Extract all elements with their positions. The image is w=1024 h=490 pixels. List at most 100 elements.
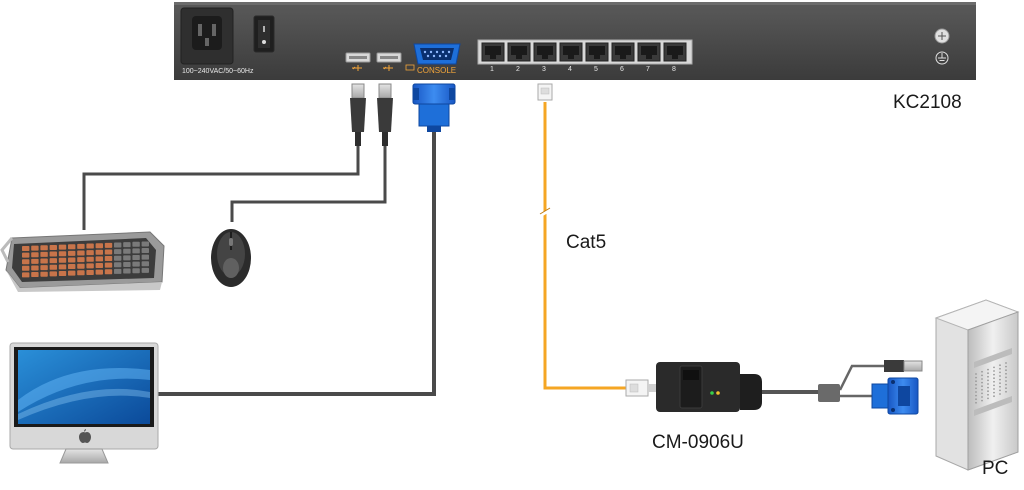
vent-hole <box>975 383 977 386</box>
keyboard-key <box>49 251 57 257</box>
vent-hole <box>975 394 977 397</box>
vent-hole <box>987 372 989 375</box>
keyboard-key <box>22 259 30 265</box>
cat5-cable <box>543 102 626 390</box>
keyboard-key <box>114 262 122 268</box>
keyboard-key <box>114 249 122 255</box>
keyboard-key <box>77 270 85 276</box>
keyboard-key <box>40 271 48 277</box>
keyboard-key <box>58 257 67 263</box>
keyboard-key <box>86 243 94 249</box>
keyboard-key <box>77 257 85 263</box>
vent-hole <box>975 376 977 379</box>
vent-hole <box>999 364 1001 367</box>
keyboard-key <box>49 271 57 277</box>
vent-hole <box>993 370 995 372</box>
power-rating-label: 100~240VAC/50~60Hz <box>182 68 254 75</box>
keyboard-key <box>86 269 94 275</box>
console-monitor-icon <box>405 64 415 71</box>
rj45-port-4 <box>559 42 583 62</box>
keyboard-key <box>40 245 48 251</box>
keyboard-key <box>58 271 67 276</box>
vent-hole <box>987 379 989 382</box>
monitor-vga-cable <box>158 130 436 396</box>
keyboard-key <box>77 263 85 269</box>
rj45-port-3 <box>533 42 557 62</box>
status-led-green <box>710 391 714 395</box>
keyboard-key <box>58 264 67 270</box>
rj45-port-7 <box>637 42 661 62</box>
keyboard-key <box>141 248 149 254</box>
usb-plug-pc <box>884 360 923 372</box>
pc-tower-icon <box>934 299 1020 471</box>
rj45-port-5 <box>585 42 609 62</box>
keyboard-key <box>141 241 149 247</box>
adapter-model-label: CM-0906U <box>652 432 744 453</box>
power-switch[interactable] <box>253 15 275 53</box>
keyboard-key <box>123 268 131 274</box>
vent-hole <box>975 387 977 390</box>
vent-hole <box>1005 380 1007 382</box>
keyboard-key <box>58 251 67 257</box>
keyboard-key <box>86 256 94 262</box>
vent-hole <box>993 377 995 380</box>
keyboard-key <box>68 250 76 256</box>
vent-hole <box>975 401 977 404</box>
keyboard-key <box>40 265 48 271</box>
vent-hole <box>1005 390 1007 393</box>
keyboard-key <box>95 269 103 275</box>
keyboard-key <box>40 258 48 264</box>
vent-hole <box>987 390 989 393</box>
vent-hole <box>993 384 995 387</box>
keyboard-key <box>49 264 57 270</box>
keyboard-key <box>132 255 140 260</box>
vent-hole <box>999 393 1001 395</box>
vent-hole <box>1005 365 1007 368</box>
keyboard-key <box>132 261 140 267</box>
keyboard-key <box>22 252 30 258</box>
vent-hole <box>999 385 1001 388</box>
keyboard-key <box>86 263 94 269</box>
rj45-port-8 <box>663 42 687 62</box>
rj45-port-1 <box>481 42 505 62</box>
vent-hole <box>999 371 1001 374</box>
rj45-port-bank <box>477 39 693 65</box>
keyboard-key <box>49 244 57 250</box>
vent-hole <box>987 393 989 396</box>
vent-hole <box>993 380 995 383</box>
vent-hole <box>999 375 1001 377</box>
keyboard-icon <box>0 231 165 292</box>
keyboard-key <box>104 242 113 248</box>
vent-hole <box>999 382 1001 385</box>
keyboard-key <box>95 263 103 268</box>
keyboard-key <box>68 270 76 276</box>
port-number-2: 2 <box>516 66 520 73</box>
usb-port-mouse <box>376 52 402 63</box>
vent-hole <box>975 398 977 401</box>
vent-hole <box>987 375 989 378</box>
cm-0906u-adapter <box>656 362 762 412</box>
vent-hole <box>1005 372 1007 375</box>
keyboard-key <box>31 272 39 278</box>
keyboard-key <box>49 258 57 264</box>
usb-plug-keyboard <box>350 83 366 146</box>
vent-hole <box>981 396 983 398</box>
keyboard-key <box>104 249 113 255</box>
rj45-plug-adapter <box>625 379 656 397</box>
keyboard-key <box>104 256 113 262</box>
port-number-5: 5 <box>594 66 598 73</box>
keyboard-key <box>22 265 30 271</box>
vent-hole <box>993 388 995 390</box>
port-number-7: 7 <box>646 66 650 73</box>
vent-hole <box>975 380 977 383</box>
vent-hole <box>993 366 995 369</box>
kvm-switch <box>174 2 976 80</box>
mouse-icon <box>211 229 251 287</box>
keyboard-key <box>68 264 76 270</box>
usb-plug-mouse <box>377 83 393 146</box>
cables <box>82 102 884 402</box>
vent-hole <box>981 392 983 395</box>
vent-hole <box>1005 369 1007 372</box>
keyboard-key <box>31 265 39 271</box>
